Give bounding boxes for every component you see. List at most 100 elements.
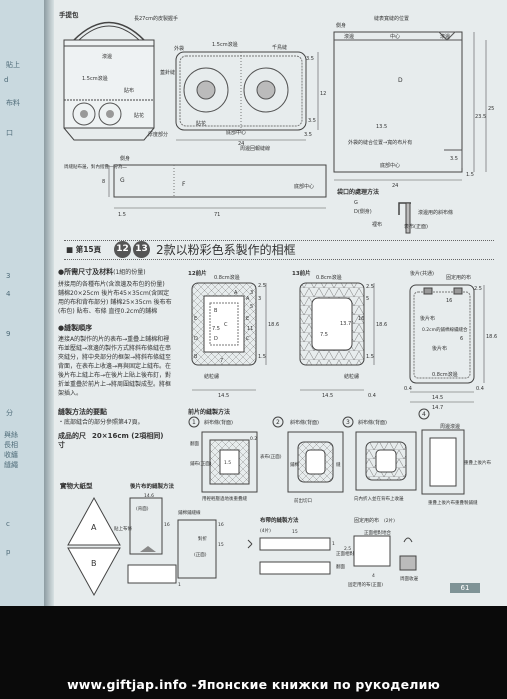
gusset-diagram [108, 164, 327, 209]
back-label: 後片布 [432, 345, 447, 352]
left-page-text: 9 [6, 330, 11, 338]
step-number: 1 [192, 419, 196, 426]
step-label: 周邊滾邊 [440, 423, 460, 430]
frame-13-diagram [299, 282, 375, 391]
back-method-label: 14.6 [144, 493, 154, 499]
bag-label: 周縫貼布邊，對內摺疊一分為二 [64, 163, 127, 170]
pattern-label: B [91, 559, 97, 568]
fix-method-label: 2.5 [344, 546, 351, 552]
frame-12-dim: 11 [247, 326, 253, 332]
cloth-method-title: 布帶的縫製方法 [260, 516, 299, 524]
front-step-1 [188, 416, 258, 493]
gusset-dim: 71 [214, 212, 220, 218]
bag-illustration [63, 21, 155, 141]
fix-method-label: 周圍收邊 [400, 575, 418, 582]
gusset-dim: 8 [102, 179, 105, 185]
step-number: 3 [346, 419, 350, 426]
paper-pattern [67, 496, 121, 597]
bag-edge-label: G [354, 200, 358, 206]
cloth-method-label: 15 [292, 529, 298, 535]
bag-edge-label: D(側身) [354, 208, 372, 215]
left-page-text: 4 [6, 290, 11, 298]
frame-12-text: A [246, 296, 250, 302]
left-page-text: d [4, 76, 9, 84]
back-label: 後片布 [420, 315, 435, 322]
pouch-label: 1.5 [466, 172, 474, 178]
bag-edge-diagram [398, 202, 411, 234]
pattern-label: A [91, 523, 97, 532]
frame-12-diagram [191, 282, 267, 391]
front-step-3 [342, 416, 417, 491]
cloth-method-label: 1 [332, 541, 335, 547]
frame-13-dim: 16 [358, 316, 364, 322]
pouch-diagram [333, 31, 487, 181]
bag-edge-label: 裡布 [372, 221, 382, 228]
cloth-strip-diagram [247, 537, 331, 575]
pouch-label: 中心 [390, 33, 400, 40]
frame-13-text: 0.8cm滾邊 [316, 274, 342, 281]
front-step-4 [418, 408, 465, 495]
fix-method-title: 固定用的布 [354, 517, 379, 524]
bag-label: 1.5cm滾邊 [82, 75, 108, 82]
bag-label: 長27cm的皮製握手 [134, 15, 178, 22]
size-heading: 成品的尺寸 [58, 432, 86, 449]
frame-12-text: 5 [250, 304, 253, 310]
back-dim: 2.5 [474, 286, 482, 292]
pouch-label: 縫表寬縫的位置 [374, 15, 409, 22]
bag-panel-diagram [175, 51, 319, 141]
bag-label: 貼花 [134, 112, 144, 119]
panel-label: 底部中心 [226, 129, 246, 136]
front-method-label: 1.5 [224, 460, 231, 466]
frame-13-dim: 0.4 [368, 393, 376, 399]
back-method-label: 16 [218, 522, 224, 528]
back-method-label: 15 [218, 542, 224, 548]
pattern-title: 實物大紙型 [60, 481, 93, 490]
back-method-label: 1 [178, 582, 181, 588]
front-method-label: 用輕輕壓過地後重疊縫 [202, 495, 247, 502]
panel-dim: 12 [320, 91, 326, 97]
pouch-dim: 13.5 [376, 124, 387, 130]
fix-method-label: 正面相對地合 [364, 529, 391, 536]
back-dim: 0.4 [404, 386, 412, 392]
fix-method-label: 固定用的布(正面) [348, 581, 383, 588]
cloth-method-label: 翻面 [336, 563, 345, 570]
pouch-label: 滾邊 [344, 33, 354, 40]
gusset-label: F [182, 181, 186, 188]
book-gutter [44, 0, 54, 606]
panel-dim: 24 [238, 141, 244, 147]
frame-12-text: E [246, 316, 249, 322]
panel-label: 外袋 [174, 45, 184, 52]
frame-13-dim: 13.7 [340, 321, 351, 327]
pouch-label: 側身 [336, 22, 346, 29]
frame-12-text: B [214, 308, 218, 314]
gusset-label: G [120, 177, 125, 184]
frame-12-text: E [194, 316, 197, 322]
section-banner: ■ 第15頁 12 13 2款以粉彩色系製作的相框 [64, 240, 494, 260]
front-method-label: 前出切口 [294, 497, 312, 504]
frame-12-text: A [234, 290, 238, 296]
back-label: 固定用的布 [446, 274, 471, 281]
left-page-text: c [6, 520, 10, 528]
front-method-label: 鋪棉 [290, 461, 299, 468]
left-page-text: 長相 [4, 441, 18, 449]
frame-12-text: D [214, 336, 218, 342]
frame-12-dim: 3 [258, 296, 261, 302]
left-page-text: 3 [6, 272, 11, 280]
frame-12-dim: 1.5 [258, 354, 266, 360]
page-number: 61 [450, 583, 480, 593]
left-page-edge: 貼上 d 布料 口 3 4 9 分 與絲 長相 收纏 縫繩 c p [0, 0, 44, 606]
pouch-dim: 3.5 [450, 156, 458, 162]
frame-12-text: 結粒繡 [204, 373, 219, 380]
back-dim: 16 [446, 298, 452, 304]
panel-label: 蓋針縫 [160, 69, 175, 76]
left-page-text: p [6, 548, 11, 556]
left-page-text: 貼上 [6, 61, 20, 69]
sewing-points-body: ・底部縫合的部分參照第47頁。 [58, 419, 144, 426]
back-method-label: (正面) [194, 552, 207, 558]
pouch-dim: 25 [488, 106, 494, 112]
panel-label: 周邊回報縫線 [240, 145, 270, 152]
pouch-dim: 24 [392, 183, 398, 189]
back-method-label: 16 [164, 522, 170, 528]
front-method-label: 重疊上後片布重疊製鋪縫 [428, 499, 478, 506]
left-page-text: 收纏 [4, 451, 18, 459]
